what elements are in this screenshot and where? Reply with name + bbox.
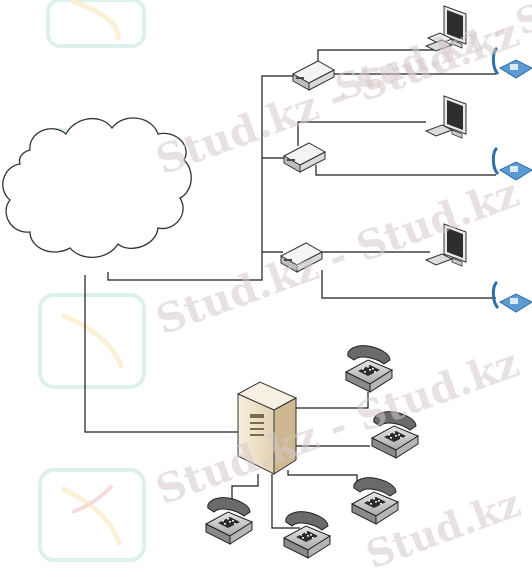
link-pbx-to-desk-phone-4 bbox=[271, 474, 300, 529]
network-cloud bbox=[2, 117, 192, 258]
logo-watermark-3 bbox=[38, 293, 146, 389]
link-modem-1-to-computer-1 bbox=[317, 49, 434, 66]
modem-2 bbox=[282, 142, 327, 173]
link-modem-2-to-computer-2 bbox=[297, 121, 426, 146]
computer-1 bbox=[424, 5, 467, 52]
desk-phone-4 bbox=[204, 497, 254, 545]
network-diagram bbox=[2, 0, 532, 562]
link-modem-3-to-ip-phone-3 bbox=[321, 270, 496, 299]
desk-phone-5 bbox=[282, 511, 332, 559]
link-modem-2-to-ip-phone-2 bbox=[315, 165, 496, 176]
logo-watermark-4 bbox=[38, 468, 146, 562]
logo-watermark-1 bbox=[46, 0, 146, 48]
link-pbx-to-desk-phone-5 bbox=[231, 474, 259, 505]
ip-phone-2 bbox=[491, 146, 532, 181]
desk-phone-2 bbox=[370, 411, 420, 459]
link-pbx-to-desk-phone-1 bbox=[296, 392, 369, 409]
link-cloud-to-pbx bbox=[84, 275, 240, 433]
ip-phone-3 bbox=[491, 280, 532, 313]
link-pbx-to-desk-phone-3 bbox=[287, 470, 358, 485]
computer-3 bbox=[424, 223, 467, 267]
pbx-server bbox=[236, 381, 298, 475]
link-cloud-to-bus bbox=[107, 75, 300, 281]
desk-phone-1 bbox=[344, 345, 394, 393]
desk-phones bbox=[204, 345, 420, 559]
computer-2 bbox=[424, 95, 467, 139]
ip-phone-1 bbox=[491, 46, 532, 79]
modem-3 bbox=[279, 242, 324, 273]
desk-phone-3 bbox=[350, 477, 400, 525]
modem-1 bbox=[291, 60, 336, 91]
